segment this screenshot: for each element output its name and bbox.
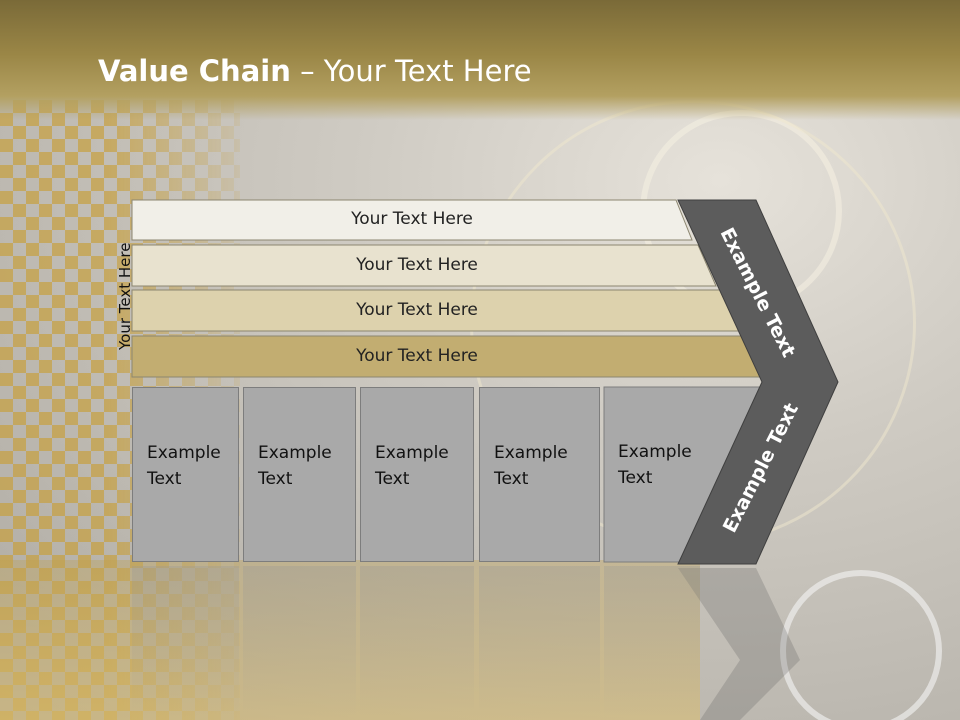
chevron-arrow (677, 199, 839, 565)
bar-label: Your Text Here (356, 255, 478, 275)
column-reflection (360, 566, 474, 716)
value-bar-3: Your Text Here (132, 291, 702, 329)
column-text-line2: Text (258, 469, 293, 489)
value-bar-4: Your Text Here (132, 337, 702, 375)
title-rest: – Your Text Here (290, 54, 532, 88)
column-text-line1: Example (147, 443, 221, 463)
title-bold: Value Chain (98, 54, 291, 88)
column-text-line1: Example (375, 443, 449, 463)
column-text-line1: Example (258, 443, 332, 463)
column-text-line2: Text (494, 469, 529, 489)
bar-label: Your Text Here (351, 209, 473, 229)
column-reflection (604, 566, 700, 716)
header-band (0, 0, 960, 120)
column-reflection (243, 566, 356, 716)
value-bar-1: Your Text Here (132, 200, 692, 238)
column-text-line2: Text (147, 469, 182, 489)
column-reflection (479, 566, 600, 716)
bar-label: Your Text Here (356, 300, 478, 320)
bar-shape-2 (131, 244, 717, 287)
slide-title: Value Chain – Your Text Here (98, 54, 532, 88)
bar-shape-1 (131, 199, 693, 241)
value-bar-2: Your Text Here (132, 246, 702, 284)
swirl-decoration (780, 570, 942, 720)
column-text-line1: Example (618, 442, 692, 462)
column-text-line1: Example (494, 443, 568, 463)
lower-gold-overlay (0, 560, 700, 720)
column-text-line2: Text (375, 469, 410, 489)
chevron-reflection (678, 568, 800, 720)
bar-label: Your Text Here (356, 346, 478, 366)
column-text-line2: Text (618, 468, 653, 488)
column-reflection (132, 566, 239, 716)
